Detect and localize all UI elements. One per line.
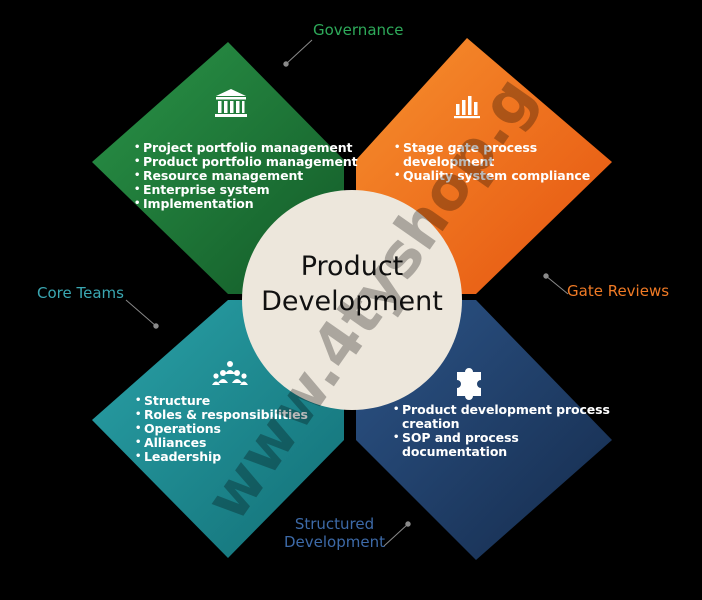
center-title: Product Development: [245, 249, 459, 319]
list-item: Roles & responsibilities: [135, 407, 308, 423]
list-item: Project portfolio management: [134, 140, 358, 156]
list-item-text: Project portfolio management: [143, 140, 353, 155]
gate-reviews-list: Stage gate processdevelopmentQuality sys…: [394, 141, 591, 184]
team-icon: [212, 361, 248, 385]
list-item: Enterprise system: [134, 182, 358, 198]
list-item-text: Roles & responsibilities: [144, 407, 308, 422]
list-item-text: Leadership: [144, 449, 222, 464]
list-item-text: Quality system compliance: [403, 168, 591, 183]
center-circle: [242, 190, 462, 410]
list-item-text: Operations: [144, 421, 221, 436]
list-item-text: Stage gate process: [403, 140, 538, 155]
callout-leaders: [125, 39, 569, 547]
structured-label-line2: Development: [284, 533, 385, 551]
governance-label: Governance: [313, 21, 404, 39]
list-item-text: development: [403, 154, 495, 169]
structured-development-label: Structured Development: [284, 515, 385, 551]
list-item-text: Product development process: [402, 402, 610, 417]
list-item-text: documentation: [402, 444, 508, 459]
structured-development-list: Product development processcreationSOP a…: [393, 403, 610, 459]
list-item: Resource management: [134, 168, 358, 184]
bar-chart-icon: [454, 96, 480, 119]
gate-reviews-label: Gate Reviews: [567, 282, 670, 300]
list-item: Quality system compliance: [394, 168, 591, 184]
list-item: Operations: [135, 421, 308, 437]
governance-list: Project portfolio managementProduct port…: [134, 140, 358, 212]
list-item-text: Enterprise system: [143, 182, 270, 197]
list-item: Implementation: [134, 196, 358, 212]
list-item-text: Product portfolio management: [143, 154, 358, 169]
list-item: Alliances: [135, 435, 308, 451]
list-item: Product portfolio management: [134, 154, 358, 170]
list-item: Structure: [135, 393, 308, 409]
center-title-line1: Product: [300, 251, 404, 282]
list-item-text: Alliances: [144, 435, 207, 450]
list-item-text: Structure: [144, 393, 211, 408]
core-teams-label: Core Teams: [37, 284, 124, 302]
list-item-text: Resource management: [143, 168, 304, 183]
puzzle-icon: [457, 368, 481, 400]
core-teams-list: StructureRoles & responsibilitiesOperati…: [135, 393, 308, 465]
structured-label-line1: Structured: [294, 515, 375, 533]
center-title-line2: Development: [261, 286, 443, 317]
list-item-text: SOP and process: [402, 430, 519, 445]
list-item: Leadership: [135, 449, 308, 465]
list-item-text: creation: [402, 416, 460, 431]
bank-icon: [215, 89, 247, 117]
list-item-text: Implementation: [143, 196, 254, 211]
